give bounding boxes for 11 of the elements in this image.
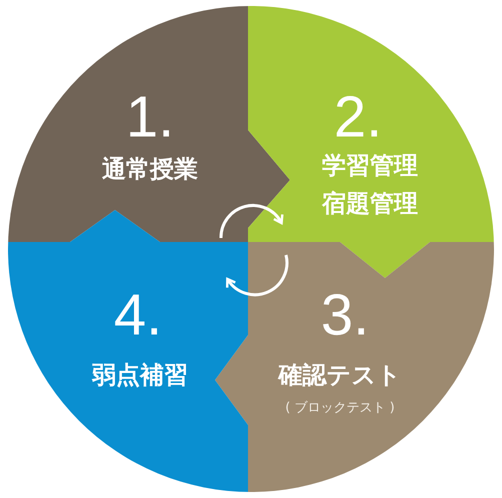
step-label: 通常授業 bbox=[102, 156, 198, 184]
cycle-arrow bbox=[220, 204, 284, 238]
step-number: 1. bbox=[126, 84, 174, 152]
cycle-arrow bbox=[226, 254, 288, 296]
step-label: 学習管理宿題管理 bbox=[320, 150, 419, 220]
step-label: 弱点補習 bbox=[92, 362, 188, 390]
step-label: 確認テスト bbox=[278, 362, 402, 390]
step-number: 2. bbox=[334, 84, 382, 152]
step-note: ( ブロックテスト ) bbox=[285, 402, 395, 416]
step-number: 3. bbox=[320, 282, 370, 350]
step-number: 4. bbox=[114, 282, 162, 350]
